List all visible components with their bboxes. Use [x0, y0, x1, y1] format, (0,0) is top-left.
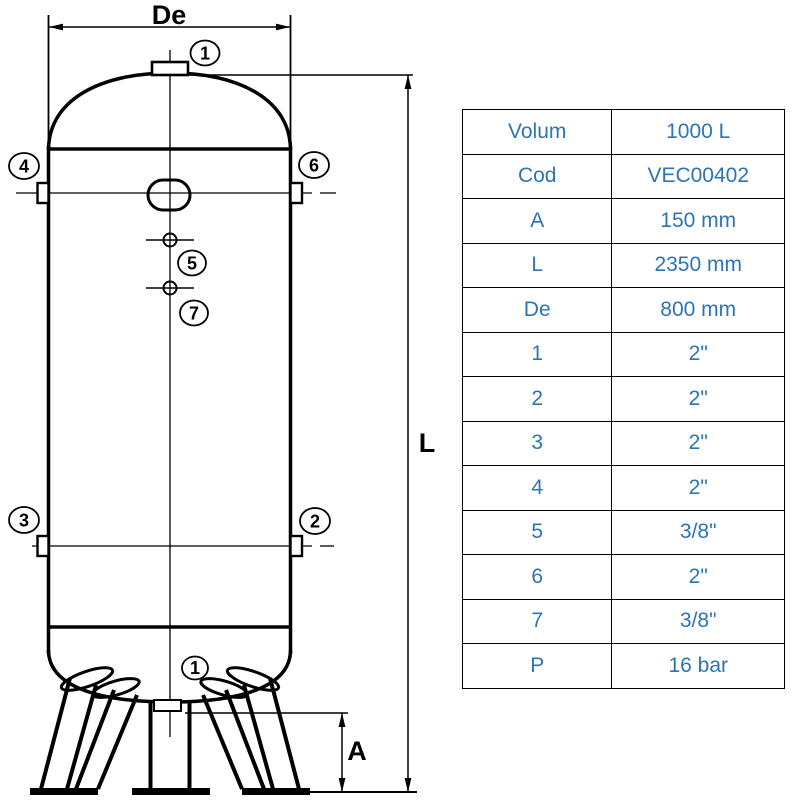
de-arrow-right: [276, 23, 290, 31]
spec-value: 800 mm: [611, 287, 785, 333]
spec-table: Volum 1000 L Cod VEC00402 A 150 mm L 235…: [461, 109, 785, 689]
side-nozzle-4: [36, 181, 50, 205]
a-dimension-label: A: [347, 736, 367, 766]
callout-4: 4: [19, 157, 29, 177]
spec-label: De: [461, 287, 613, 333]
callouts: [8, 39, 331, 681]
leg-pad-left-outer: [59, 666, 115, 692]
table-row: 5 3/8": [461, 509, 785, 555]
leg-right-inner-a: [224, 689, 266, 790]
spec-value: 2": [611, 465, 785, 511]
bottom-drain-nozzle-1: [153, 699, 182, 712]
callout-2-circle: [299, 507, 331, 535]
top-nozzle-1: [150, 60, 190, 77]
leg-pad-right-outer: [225, 666, 281, 692]
de-arrow-left: [49, 23, 63, 31]
nozzles: [36, 60, 304, 558]
table-row: Cod VEC00402: [461, 153, 785, 199]
spec-label: 7: [461, 598, 613, 644]
callout-1-top-circle: [189, 39, 221, 67]
manhole-obround: [146, 178, 192, 212]
callout-6-circle: [298, 151, 330, 179]
centerlines: [16, 50, 336, 737]
callout-1-bottom-circle: [181, 655, 209, 681]
vessel-technical-drawing: De: [8, 0, 436, 795]
table-row: 2 2": [461, 376, 785, 422]
callout-5: 5: [187, 254, 197, 274]
spec-value: 2350 mm: [611, 242, 785, 288]
l-dimension: [190, 74, 417, 793]
leg-right-inner-b: [201, 694, 244, 790]
callout-2: 2: [310, 512, 320, 532]
leg-left-inner-b: [96, 694, 139, 790]
spec-value: 2": [611, 376, 785, 422]
l-dimension-label: L: [419, 428, 436, 458]
side-nozzle-6: [289, 181, 304, 205]
leg-right-outer-a: [268, 677, 301, 790]
side-nozzle-2: [289, 534, 304, 558]
spec-value: 2": [611, 554, 785, 600]
leg-right-outer-b: [242, 684, 275, 790]
table-row: De 800 mm: [461, 287, 785, 333]
spec-value: 1000 L: [611, 109, 785, 155]
table-row: 7 3/8": [461, 598, 785, 644]
leg-left-outer-b: [65, 684, 98, 790]
spec-label: P: [461, 643, 613, 689]
callout-1-bottom: 1: [190, 658, 200, 678]
l-arrow-up: [404, 75, 412, 89]
callout-3-circle: [8, 506, 40, 534]
table-row: 1 2": [461, 331, 785, 377]
a-arrow-down: [338, 778, 346, 792]
table-row: 4 2": [461, 465, 785, 511]
de-dimension-label: De: [152, 0, 187, 30]
spec-value: 150 mm: [611, 198, 785, 244]
leg-left-outer-a: [39, 677, 72, 790]
table-row: A 150 mm: [461, 198, 785, 244]
support-legs: [30, 666, 310, 795]
spec-label: Volum: [461, 109, 613, 155]
callout-5-circle: [177, 249, 207, 277]
spec-label: 5: [461, 509, 613, 555]
spec-label: A: [461, 198, 613, 244]
side-nozzle-3: [36, 534, 50, 558]
callout-4-circle: [8, 152, 40, 180]
spec-value: VEC00402: [611, 153, 785, 199]
callout-1-top: 1: [200, 44, 210, 64]
callout-7: 7: [189, 304, 199, 324]
spec-value: 3/8": [611, 598, 785, 644]
a-dimension: [185, 712, 348, 792]
spec-label: 2: [461, 376, 613, 422]
leg-left-inner-a: [74, 689, 116, 790]
spec-label: 6: [461, 554, 613, 600]
spec-value: 3/8": [611, 509, 785, 555]
table-row: P 16 bar: [461, 643, 785, 689]
table-row: Volum 1000 L: [461, 109, 785, 155]
spec-label: 4: [461, 465, 613, 511]
callout-7-circle: [179, 299, 209, 327]
spec-value: 2": [611, 331, 785, 377]
a-arrow-up: [338, 713, 346, 727]
l-arrow-down: [404, 778, 412, 792]
callout-3: 3: [19, 511, 29, 531]
table-row: 3 2": [461, 420, 785, 466]
spec-label: L: [461, 242, 613, 288]
spec-label: Cod: [461, 153, 613, 199]
spec-label: 3: [461, 420, 613, 466]
table-row: L 2350 mm: [461, 242, 785, 288]
de-dimension: [47, 15, 292, 142]
callout-numbers: 1 4 6 5 7 3 2 1: [19, 44, 320, 679]
spec-label: 1: [461, 331, 613, 377]
callout-6: 6: [309, 156, 319, 176]
table-row: 6 2": [461, 554, 785, 600]
spec-value: 16 bar: [611, 643, 785, 689]
spec-value: 2": [611, 420, 785, 466]
